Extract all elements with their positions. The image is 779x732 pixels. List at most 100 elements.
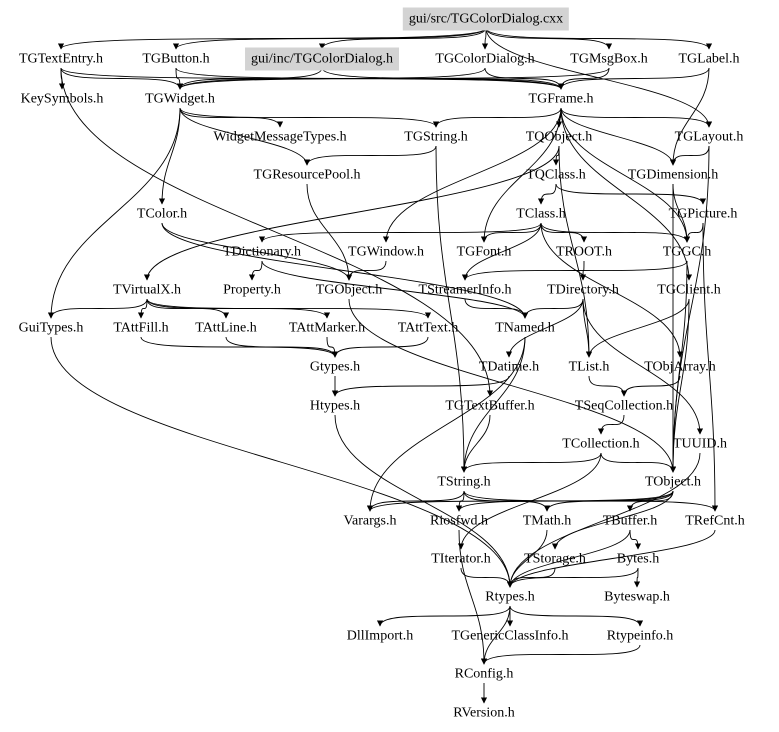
node-TGClient[interactable]: TGClient.h <box>657 282 721 298</box>
node-TGButton[interactable]: TGButton.h <box>142 51 210 67</box>
node-TObject[interactable]: TObject.h <box>644 474 702 490</box>
node-TGColorDialog[interactable]: TGColorDialog.h <box>435 51 535 67</box>
node-incColorDialog[interactable]: gui/inc/TGColorDialog.h <box>245 47 399 71</box>
node-TList[interactable]: TList.h <box>568 359 610 375</box>
edge-TGLayout-to-TGDimension <box>669 145 710 166</box>
edge-Bytes-to-Byteswap <box>633 567 641 588</box>
node-TGWidget[interactable]: TGWidget.h <box>145 91 215 107</box>
node-TString[interactable]: TString.h <box>437 474 491 490</box>
edge-TGClient-to-TObject <box>669 298 690 473</box>
node-Bytes[interactable]: Bytes.h <box>616 551 660 567</box>
node-TDatime[interactable]: TDatime.h <box>478 359 540 375</box>
edge-TObjArray-to-TSeqCollection <box>620 375 681 397</box>
node-src[interactable]: gui/src/TGColorDialog.cxx <box>402 7 570 31</box>
node-TStreamerInfo[interactable]: TStreamerInfo.h <box>418 282 512 298</box>
node-TGDimension[interactable]: TGDimension.h <box>627 167 719 183</box>
edge-TGClient-to-TList <box>585 298 690 358</box>
node-TClass[interactable]: TClass.h <box>516 206 566 222</box>
node-TAttMarker[interactable]: TAttMarker.h <box>288 320 366 336</box>
edge-TNamed-to-TString <box>460 336 526 473</box>
edge-TClass-to-TStreamerInfo <box>461 222 542 281</box>
edge-TVirtualX-to-TAttText <box>146 298 432 319</box>
edge-TString-to-Varargs <box>366 490 465 512</box>
edge-TGMsgBox-to-TGWidget <box>176 67 610 90</box>
node-TGLayout[interactable]: TGLayout.h <box>674 129 744 145</box>
node-RConfig[interactable]: RConfig.h <box>454 666 514 682</box>
edge-TQClass-to-TGPicture <box>555 183 707 205</box>
node-TGResourcePool[interactable]: TGResourcePool.h <box>253 167 361 183</box>
node-TStorage[interactable]: TStorage.h <box>524 551 586 567</box>
node-TGString[interactable]: TGString.h <box>404 129 468 145</box>
node-Rtypes[interactable]: Rtypes.h <box>485 589 535 605</box>
node-Htypes[interactable]: Htypes.h <box>309 398 361 414</box>
node-Varargs[interactable]: Varargs.h <box>343 513 397 529</box>
edge-TObject-to-TStorage <box>551 490 674 550</box>
edge-TGTextBuffer-to-TString <box>460 414 491 473</box>
edge-TCollection-to-TObject <box>600 452 677 473</box>
edge-Rtypes-to-Rtypeinfo <box>509 605 644 627</box>
edge-TVirtualX-to-GuiTypes <box>47 298 148 319</box>
node-TRefCnt[interactable]: TRefCnt.h <box>685 513 745 529</box>
node-WidgetMessageTypes[interactable]: WidgetMessageTypes.h <box>213 129 347 145</box>
node-TDictionary[interactable]: TDictionary.h <box>222 244 302 260</box>
node-TGWindow[interactable]: TGWindow.h <box>348 244 424 260</box>
node-KeySymbols[interactable]: KeySymbols.h <box>20 91 104 107</box>
node-TIterator[interactable]: TIterator.h <box>431 551 491 567</box>
node-Rtypeinfo[interactable]: Rtypeinfo.h <box>606 628 674 644</box>
node-TQClass[interactable]: TQClass.h <box>526 167 586 183</box>
edge-TClass-to-TGFont <box>480 222 542 243</box>
node-TMath[interactable]: TMath.h <box>522 513 572 529</box>
edge-Rtypes-to-DllImport <box>376 605 511 627</box>
edge-src-to-TGColorDialog <box>481 27 489 50</box>
node-TQObject[interactable]: TQObject.h <box>525 129 593 145</box>
node-TGLabel[interactable]: TGLabel.h <box>678 51 740 67</box>
node-TSeqCollection[interactable]: TSeqCollection.h <box>574 398 674 414</box>
node-Property[interactable]: Property.h <box>223 282 281 298</box>
node-TAttLine[interactable]: TAttLine.h <box>195 320 257 336</box>
node-DllImport[interactable]: DllImport.h <box>346 628 414 644</box>
edge-TBuffer-to-Bytes <box>629 529 642 550</box>
node-TGMsgBox[interactable]: TGMsgBox.h <box>570 51 648 67</box>
edge-TNamed-to-Varargs <box>366 336 526 512</box>
node-TDirectory[interactable]: TDirectory.h <box>547 282 619 298</box>
node-Riosfwd[interactable]: Riosfwd.h <box>430 513 488 529</box>
node-Byteswap[interactable]: Byteswap.h <box>604 589 670 605</box>
node-TCollection[interactable]: TCollection.h <box>562 436 640 452</box>
node-TAttFill[interactable]: TAttFill.h <box>113 320 169 336</box>
edge-src-to-TGButton <box>172 27 487 50</box>
node-TColor[interactable]: TColor.h <box>136 206 188 222</box>
node-TGGC[interactable]: TGGC.h <box>662 244 712 260</box>
edge-TGFrame-to-TGDimension <box>560 107 677 166</box>
edge-TStreamerInfo-to-TNamed <box>464 298 529 319</box>
edge-TAttFill-to-Gtypes <box>140 336 339 358</box>
edge-TGLabel-to-TGFrame <box>557 67 710 90</box>
node-Gtypes[interactable]: Gtypes.h <box>309 359 361 375</box>
edge-TGWidget-to-TGResourcePool <box>179 107 311 166</box>
node-TObjArray[interactable]: TObjArray.h <box>644 359 716 375</box>
edge-TDatime-to-Htypes <box>331 375 510 397</box>
node-TGObject[interactable]: TGObject.h <box>315 282 383 298</box>
node-TAttText[interactable]: TAttText.h <box>397 320 459 336</box>
edge-TGString-to-TString <box>435 145 468 473</box>
node-TGenericClassInfo[interactable]: TGenericClassInfo.h <box>451 628 569 644</box>
edge-incColorDialog-to-TGWidget <box>176 67 323 90</box>
node-TVirtualX[interactable]: TVirtualX.h <box>113 282 181 298</box>
node-TGFont[interactable]: TGFont.h <box>456 244 512 260</box>
node-TBuffer[interactable]: TBuffer.h <box>602 513 658 529</box>
node-GuiTypes[interactable]: GuiTypes.h <box>18 320 84 336</box>
node-TNamed[interactable]: TNamed.h <box>495 320 555 336</box>
node-TROOT[interactable]: TROOT.h <box>555 244 613 260</box>
edge-src-to-TGLabel <box>485 27 713 50</box>
edge-TDirectory-to-TDatime <box>505 298 584 358</box>
edge-TGWidget-to-GuiTypes <box>47 107 181 319</box>
node-TGTextEntry[interactable]: TGTextEntry.h <box>18 51 104 67</box>
node-TUUID[interactable]: TUUID.h <box>672 436 728 452</box>
node-RVersion[interactable]: RVersion.h <box>453 705 515 721</box>
edge-TGFrame-to-TGWindow <box>382 107 562 243</box>
node-TGTextBuffer[interactable]: TGTextBuffer.h <box>445 398 535 414</box>
node-TGPicture[interactable]: TGPicture.h <box>668 206 738 222</box>
edge-TGWidget-to-WidgetMessageTypes <box>179 107 284 128</box>
node-TGFrame[interactable]: TGFrame.h <box>528 91 594 107</box>
